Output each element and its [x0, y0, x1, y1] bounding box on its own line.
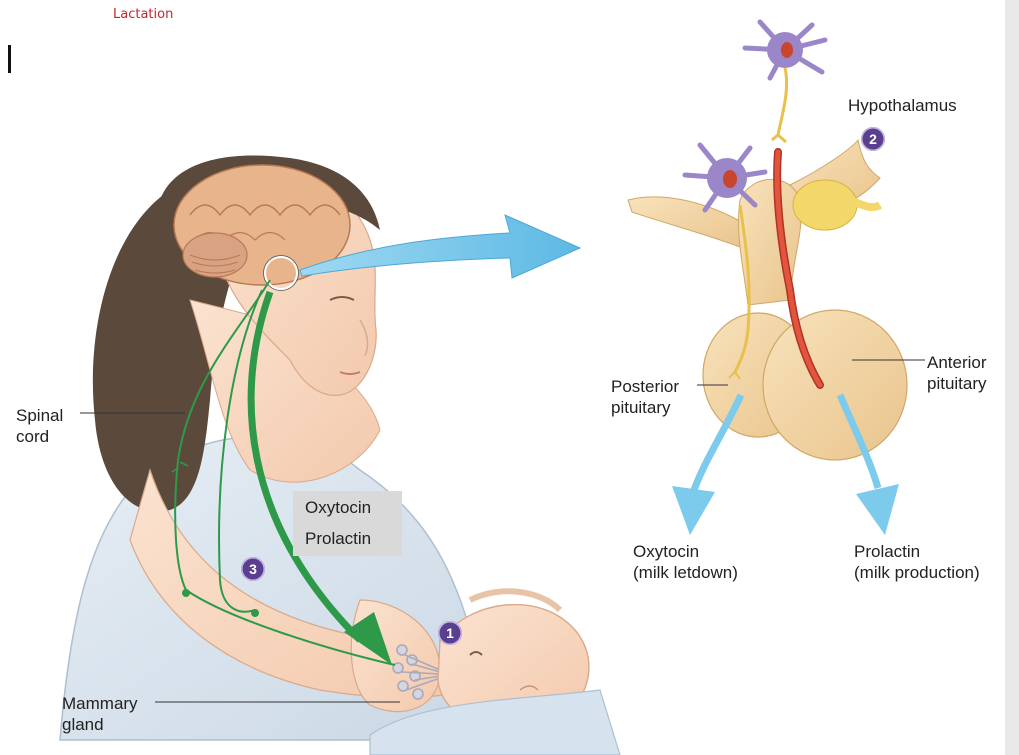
label-oxytocin-effect: Oxytocin (milk letdown) — [633, 541, 738, 583]
hormone-box-oxytocin: Oxytocin — [305, 498, 371, 518]
neuron-upper — [745, 22, 825, 142]
label-mammary-gland: Mammary gland — [62, 693, 138, 735]
label-posterior-pituitary: Posterior pituitary — [611, 376, 679, 418]
step-2-badge: 2 — [861, 127, 885, 151]
label-spinal-cord: Spinal cord — [16, 405, 63, 447]
label-prolactin-effect: Prolactin (milk production) — [854, 541, 980, 583]
oxytocin-output-arrow — [672, 395, 741, 535]
label-hypothalamus: Hypothalamus — [848, 95, 957, 116]
step-3-badge: 3 — [241, 557, 265, 581]
label-anterior-pituitary: Anterior pituitary — [927, 352, 987, 394]
hormone-box-prolactin: Prolactin — [305, 529, 371, 549]
hormone-box: Oxytocin Prolactin — [293, 491, 402, 556]
step-1-badge: 1 — [438, 621, 462, 645]
neuron-lower — [685, 145, 765, 210]
